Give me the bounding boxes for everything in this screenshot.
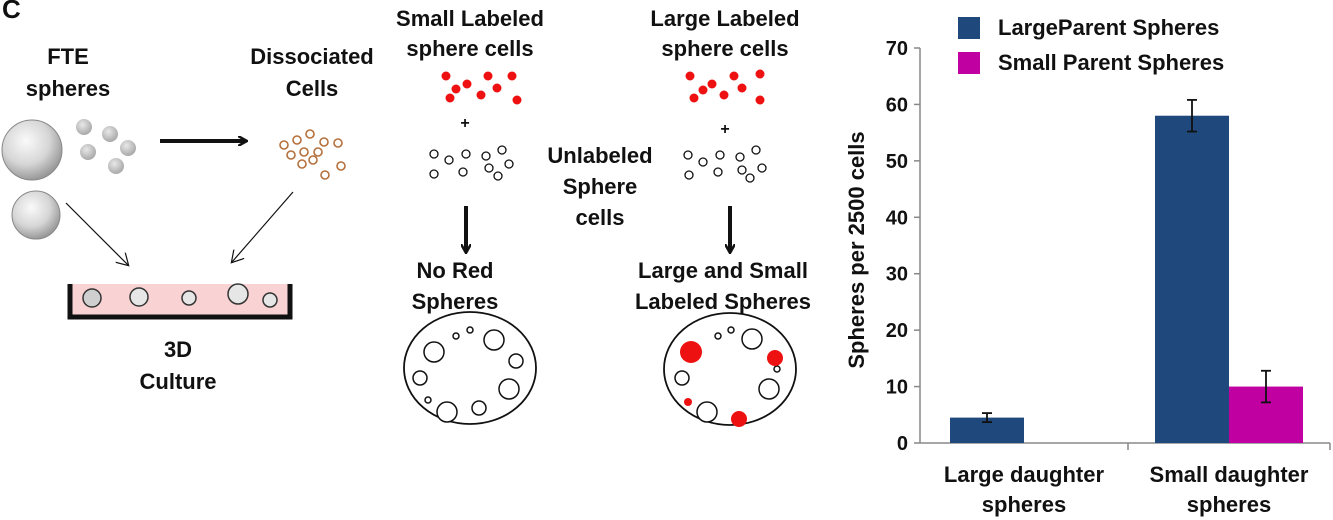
plus-sign-left: + xyxy=(460,115,469,132)
unlabeled-cells-right xyxy=(683,145,767,183)
fte-label-line2: spheres xyxy=(26,76,110,101)
red-labeled-cells xyxy=(441,71,522,105)
y-tick-label: 60 xyxy=(886,94,908,116)
no-red-line2: Spheres xyxy=(412,289,499,314)
large-labeled-column: Large Labeled sphere cells + Large and S… xyxy=(635,6,811,427)
small-labeled-column: Small Labeled sphere cells + No Red Sphe… xyxy=(396,6,544,425)
small-fte-sphere xyxy=(120,140,136,156)
y-tick-label: 20 xyxy=(886,320,908,342)
unlabeled-line1: Unlabeled xyxy=(547,143,652,168)
large-labeled-line1: Large Labeled xyxy=(650,6,799,31)
small-labeled-line2: sphere cells xyxy=(406,36,533,61)
fte-label-line1: FTE xyxy=(47,44,89,69)
fte-section: FTE spheres Dissociated Cells xyxy=(1,44,374,394)
red-labeled-cells xyxy=(685,69,765,105)
culture-label-line2: Culture xyxy=(140,369,217,394)
small-fte-sphere xyxy=(80,144,96,160)
small-fte-sphere xyxy=(76,119,92,135)
x-category-label: Large daughter xyxy=(944,462,1105,487)
y-tick-label: 50 xyxy=(886,151,908,173)
unlabeled-line2: Sphere xyxy=(563,174,638,199)
x-category-label: Small daughter xyxy=(1150,462,1309,487)
x-category-label: spheres xyxy=(982,492,1066,517)
legend-label-large-parent: LargeParent Spheres xyxy=(998,15,1219,40)
legend-swatch-large-parent xyxy=(958,17,980,39)
panel-label: C xyxy=(2,0,21,24)
medium-fte-sphere xyxy=(11,190,61,240)
legend-swatch-small-parent xyxy=(958,52,980,74)
result-dish-unlabeled xyxy=(403,311,537,425)
large-fte-sphere xyxy=(1,119,63,181)
large-small-line2: Labeled Spheres xyxy=(635,289,811,314)
culture-dish xyxy=(67,283,293,320)
result-dish-labeled xyxy=(663,312,797,427)
culture-label-line1: 3D xyxy=(164,337,192,362)
unlabeled-line3: cells xyxy=(576,205,625,230)
dissociated-cells xyxy=(279,129,346,180)
unlabeled-cells-left xyxy=(429,145,514,181)
small-fte-sphere xyxy=(108,158,124,174)
dissociated-label-line2: Cells xyxy=(286,76,339,101)
large-small-line1: Large and Small xyxy=(638,258,808,283)
y-axis-title: Spheres per 2500 cells xyxy=(844,131,869,368)
y-tick-label: 40 xyxy=(886,207,908,229)
small-fte-sphere xyxy=(102,126,118,142)
y-tick-label: 10 xyxy=(886,377,908,399)
dissociated-label-line1: Dissociated xyxy=(250,44,374,69)
bars xyxy=(950,99,1303,443)
x-axis-labels: Large daughter spheres Small daughter spher… xyxy=(944,462,1309,517)
x-category-label: spheres xyxy=(1187,492,1271,517)
small-labeled-line1: Small Labeled xyxy=(396,6,544,31)
bar-chart: LargeParent Spheres Small Parent Spheres… xyxy=(844,15,1331,517)
y-tick-label: 0 xyxy=(897,433,908,455)
sphere-to-culture-arrow xyxy=(65,202,128,265)
cells-to-culture-arrow xyxy=(232,191,294,262)
no-red-line1: No Red xyxy=(417,258,494,283)
y-tick-label: 70 xyxy=(886,38,908,60)
legend-label-small-parent: Small Parent Spheres xyxy=(998,50,1224,75)
y-tick-label: 30 xyxy=(886,264,908,286)
plus-sign-right: + xyxy=(720,121,729,138)
bar xyxy=(1155,115,1229,443)
large-labeled-line2: sphere cells xyxy=(661,36,788,61)
